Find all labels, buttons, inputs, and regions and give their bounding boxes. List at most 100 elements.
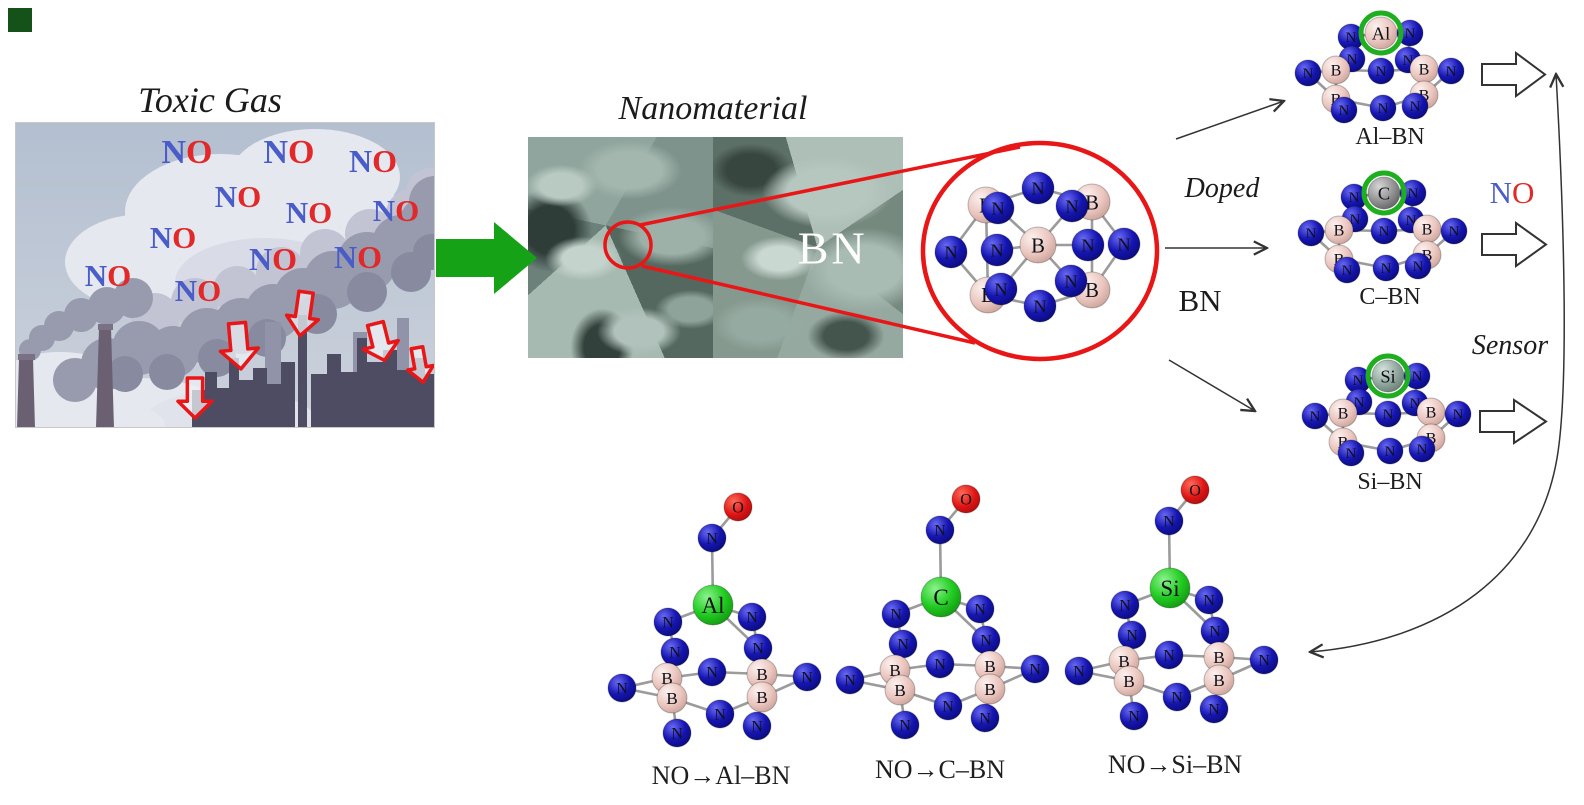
bond (710, 537, 715, 606)
bond (898, 689, 907, 726)
sem-image: BN (528, 137, 903, 358)
atom-label: N (1346, 30, 1357, 46)
no-smoke-label: NO (263, 134, 314, 171)
atom-label: B (1213, 671, 1225, 690)
bond (1430, 413, 1459, 439)
atom-label: N (1031, 178, 1044, 198)
bond (1387, 410, 1432, 416)
bond (666, 621, 677, 653)
atom-N (743, 633, 773, 663)
bond (899, 688, 949, 708)
bond (949, 204, 988, 253)
atom-N (705, 699, 735, 729)
atom-B (1321, 84, 1351, 114)
bond (893, 669, 902, 691)
cluster-label: Al–BN (1355, 124, 1424, 150)
hollow-arrow-middle (1481, 221, 1548, 268)
bond (1037, 186, 1093, 204)
atom-B (1108, 645, 1140, 677)
atom-label: N (1081, 235, 1094, 255)
atom-N (1162, 682, 1192, 712)
atom-label: N (1412, 369, 1423, 385)
atom-label: N (1310, 409, 1321, 425)
atom-B (1073, 271, 1111, 309)
atom-label: N (942, 699, 954, 716)
atom-B (884, 674, 916, 706)
bond (1310, 228, 1340, 235)
atom-Al (1364, 16, 1398, 50)
atom-label: N (934, 657, 946, 674)
atom-Si (1371, 359, 1405, 393)
atom-label: N (897, 637, 909, 654)
bond (1169, 587, 1216, 632)
no-smoke-label: NO (334, 239, 382, 275)
no-smoke-label: NO (215, 179, 262, 214)
atom-B (1416, 423, 1446, 453)
no-smoke-label: NO (150, 220, 197, 255)
atom-N (835, 665, 865, 695)
bond (1342, 400, 1360, 415)
atom-label: N (1446, 64, 1457, 80)
atom-N (1301, 402, 1329, 430)
atom-N (925, 649, 955, 679)
atom-N (1107, 227, 1141, 261)
bond (1389, 436, 1432, 453)
atom-N (1338, 45, 1366, 73)
bond (1414, 401, 1432, 414)
atom-label: B (1419, 88, 1430, 105)
bond (1090, 243, 1126, 291)
atom-label: N (616, 681, 628, 698)
bond (894, 662, 941, 672)
atom-N (1372, 254, 1400, 282)
bond (761, 672, 808, 679)
atom-N (1023, 289, 1057, 323)
atom-label: N (890, 607, 902, 624)
bond (894, 613, 905, 645)
atom-N (1370, 217, 1398, 245)
atom-label: N (990, 240, 1003, 260)
bond (1335, 68, 1382, 73)
atom-N (1110, 590, 1140, 620)
atom-N (1119, 701, 1149, 731)
atom-N (970, 703, 1000, 733)
bond (1218, 655, 1265, 662)
bond (997, 207, 1039, 246)
atom-label: B (1422, 222, 1433, 239)
no-gas-label: NO (1490, 175, 1535, 211)
bond (1090, 201, 1126, 245)
atom-label: B (1334, 223, 1345, 240)
atom-N (697, 657, 727, 687)
bond (1314, 415, 1344, 443)
atom-N (1064, 656, 1094, 686)
bond (849, 668, 896, 682)
atom-N (925, 515, 955, 545)
atom-label: B (1123, 672, 1135, 691)
atom-C (1367, 176, 1401, 210)
atom-N (662, 718, 692, 748)
atom-B (656, 682, 688, 714)
atom-B (1416, 397, 1446, 427)
atom-label: N (1258, 653, 1270, 670)
nanomaterial-title: Nanomaterial (618, 90, 808, 127)
bond (1410, 218, 1428, 231)
atom-B (651, 662, 683, 694)
bond (1128, 679, 1178, 699)
atom-label: B (984, 680, 996, 699)
bond (1420, 437, 1433, 450)
atom-B (1203, 664, 1235, 696)
atom-label: N (1385, 444, 1396, 460)
cluster-label: NO→Al–BN (652, 761, 791, 790)
atom-label: N (979, 711, 991, 728)
bond (1124, 586, 1171, 607)
atom-label: B (1426, 405, 1437, 422)
atom-B (1073, 183, 1111, 221)
atom-N (981, 191, 1015, 225)
bond (1168, 653, 1220, 659)
no-smoke-label: NO (286, 195, 333, 230)
no-smoke-label: NO (349, 143, 397, 179)
atom-B (1409, 54, 1439, 84)
atom-N (1374, 400, 1402, 428)
atom-B (746, 658, 778, 690)
